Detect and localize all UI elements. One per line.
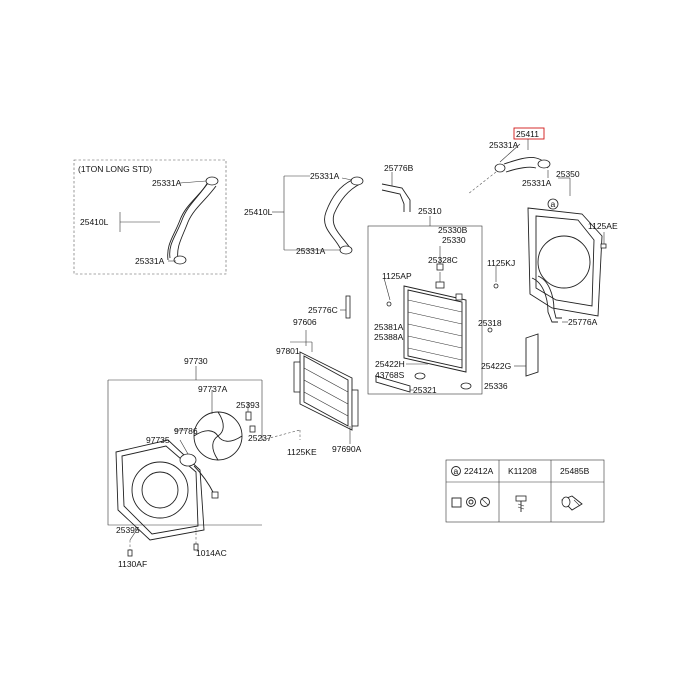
fan-assembly (107, 366, 301, 557)
label-25395: 25395 (116, 525, 140, 535)
label-97801: 97801 (276, 346, 300, 356)
label-97690A: 97690A (332, 444, 362, 454)
circle-a-marker: a (551, 199, 556, 209)
label-1125KE: 1125KE (287, 447, 317, 457)
label-25310: 25310 (418, 206, 442, 216)
label-1125AE: 1125AE (588, 221, 618, 231)
legend-marker-label: a (454, 466, 459, 476)
legend-table: a 22412A K11208 25485B (445, 459, 605, 523)
label-25381A: 25381A (374, 322, 404, 332)
highlight-box (513, 127, 545, 140)
hose-25411 (467, 127, 551, 195)
label-25422H: 25422H (375, 359, 405, 369)
label-97730: 97730 (184, 356, 208, 366)
label-25328C: 25328C (428, 255, 458, 265)
label-43768S: 43768S (375, 370, 405, 380)
legend-header-2: K11208 (508, 466, 537, 476)
label-25318: 25318 (478, 318, 502, 328)
label-1125AP: 1125AP (382, 271, 412, 281)
label-25330B: 25330B (438, 225, 468, 235)
hose-25410L (272, 175, 364, 255)
bolt-icon (515, 495, 527, 512)
label-25776C: 25776C (308, 305, 338, 315)
label-25350: 25350 (556, 169, 580, 179)
bracket-25776A (531, 275, 568, 323)
label-25330: 25330 (442, 235, 466, 245)
long-std-group: (1TON LONG STD) (73, 159, 227, 275)
group-label: (1TON LONG STD) (78, 164, 152, 174)
label-25321: 25321 (413, 385, 437, 395)
strap-25776B (381, 172, 411, 212)
strip-25776C (340, 295, 351, 319)
label-25422G: 25422G (481, 361, 511, 371)
label-1125KJ: 1125KJ (487, 258, 515, 268)
legend-header-3: 25485B (560, 466, 590, 476)
label-25393: 25393 (236, 400, 260, 410)
label-97606: 97606 (293, 317, 317, 327)
label-25411: 25411 (516, 129, 539, 139)
label-25331A: 25331A (522, 178, 552, 188)
label-25331A: 25331A (135, 256, 165, 266)
label-97786: 97786 (174, 426, 198, 436)
label-25776A: 25776A (568, 317, 598, 327)
legend-header-1: 22412A (464, 466, 494, 476)
label-25237: 25237 (248, 433, 272, 443)
label-25410L: 25410L (244, 207, 273, 217)
fitting-icon (561, 495, 583, 511)
label-25776B: 25776B (384, 163, 414, 173)
label-97735: 97735 (146, 435, 170, 445)
label-25331A: 25331A (296, 246, 326, 256)
condenser (290, 330, 359, 444)
label-25410L: 25410L (80, 217, 109, 227)
label-25331A: 25331A (152, 178, 182, 188)
legend-marker (451, 466, 461, 476)
label-1130AF: 1130AF (118, 559, 147, 569)
label-1014AC: 1014AC (196, 548, 227, 558)
radiator-assembly (367, 216, 539, 395)
label-97737A: 97737A (198, 384, 228, 394)
label-25331A: 25331A (489, 140, 519, 150)
label-25388A: 25388A (374, 332, 404, 342)
label-25331A: 25331A (310, 171, 340, 181)
label-25336: 25336 (484, 381, 508, 391)
fan-shroud (527, 177, 607, 317)
gasket-icon (451, 497, 490, 508)
